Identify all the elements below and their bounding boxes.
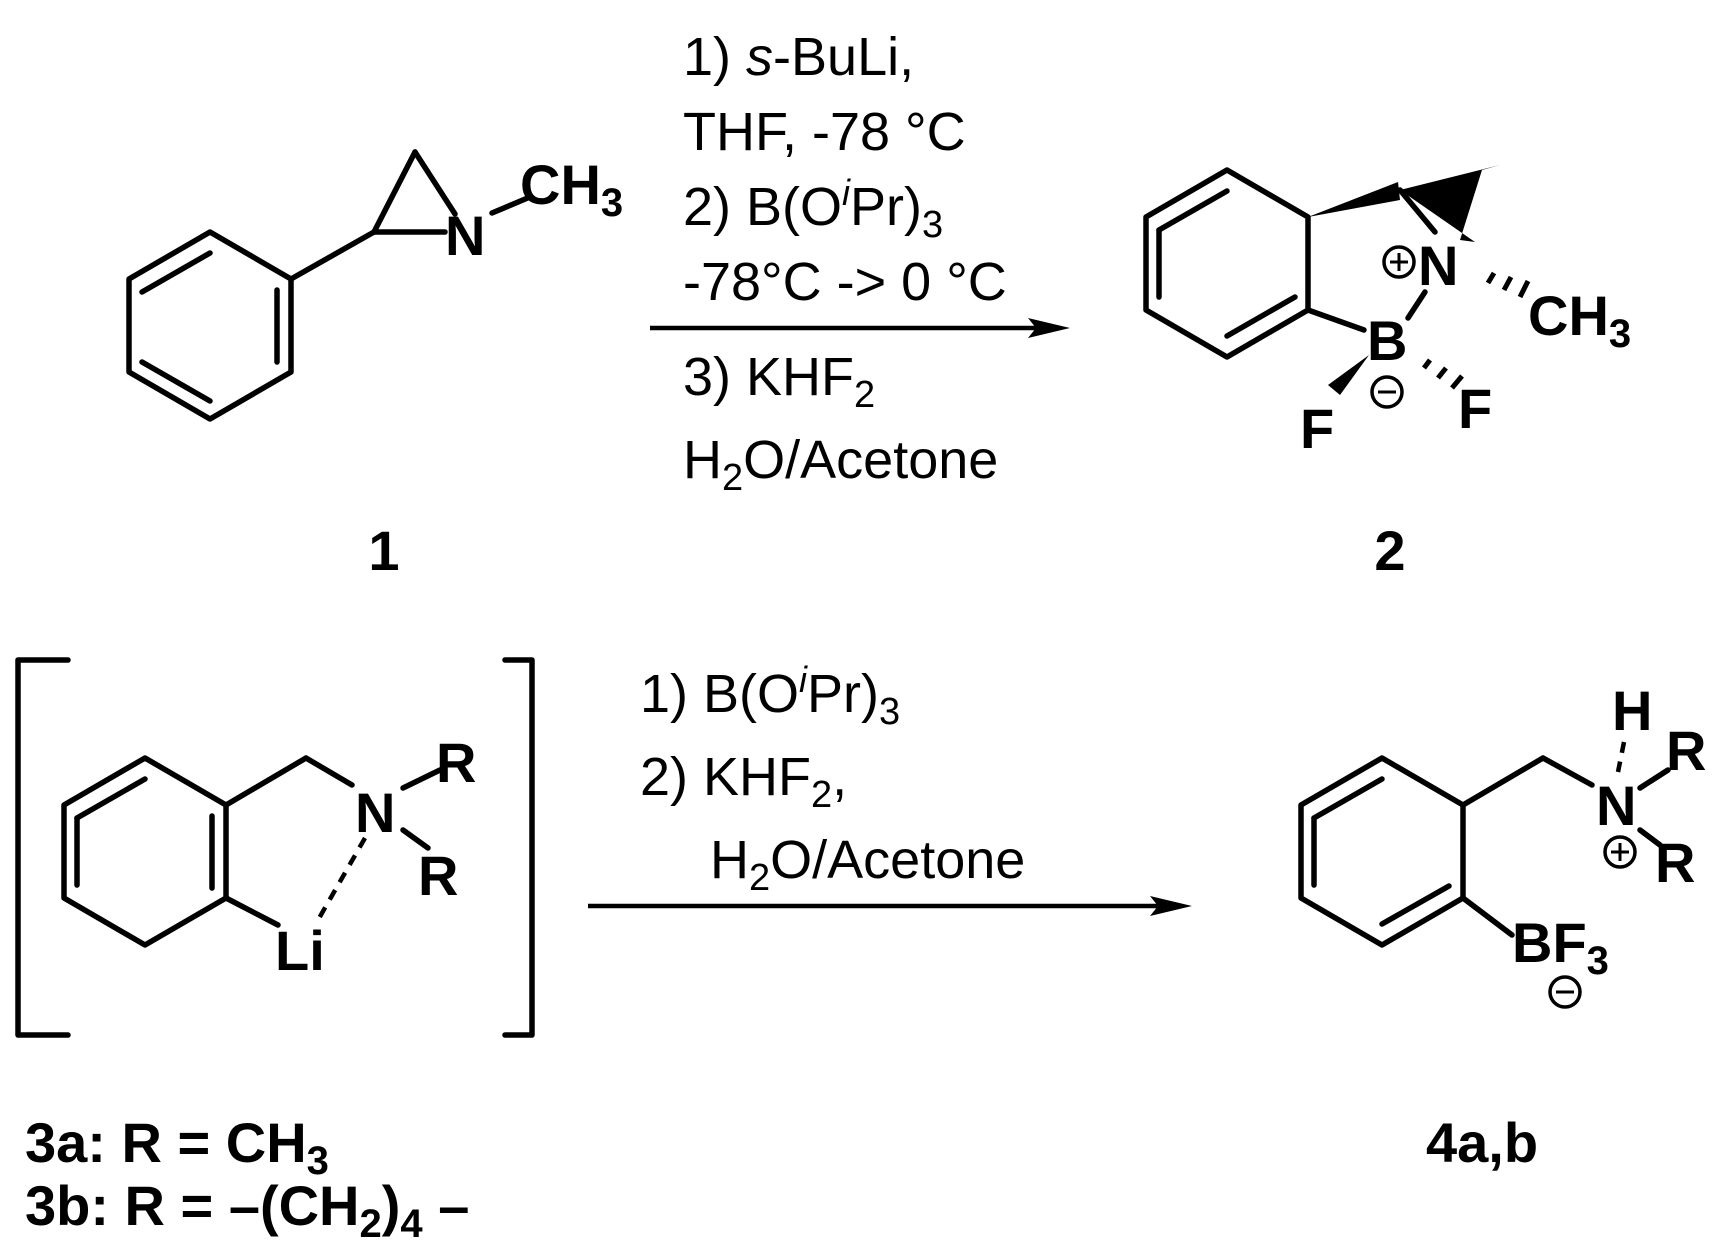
reaction-1-conditions: 1) s-BuLi, THF, -78 °C 2) B(OiPr)3 -78°C…: [683, 27, 1007, 499]
intermediate-3-lithium: Li: [275, 919, 325, 982]
svg-text:H2O/Acetone: H2O/Acetone: [683, 430, 998, 499]
product-4-trifluoroborate: BF3: [1512, 911, 1609, 983]
compound-2-benzene-ring: [1143, 167, 1311, 360]
bracket-left: [15, 657, 71, 1038]
intermediate-3-benzene-ring: [61, 755, 229, 948]
svg-text:3b: R = –(CH2)4 –: 3b: R = –(CH2)4 –: [25, 1174, 469, 1245]
svg-text:3a: R = CH3: 3a: R = CH3: [25, 1111, 329, 1183]
compound-2-fluorine-right: F: [1458, 377, 1492, 440]
compound-1-methyl: CH3: [520, 153, 623, 225]
product-4-label: 4a,b: [1426, 1111, 1538, 1174]
aziridine-bond: [371, 149, 418, 235]
product-4-hydrogen: H: [1612, 679, 1652, 742]
product-4-benzene-ring: [1298, 755, 1466, 948]
compound-1-nitrogen: N: [445, 204, 485, 267]
compound-2-boron: B: [1367, 309, 1407, 372]
bracket-right: [502, 657, 535, 1038]
svg-text:2) B(OiPr)3: 2) B(OiPr)3: [683, 172, 943, 246]
intermediate-3-r-top: R: [436, 731, 476, 794]
reaction-2-conditions: 1) B(OiPr)3 2) KHF2, H2O/Acetone: [640, 659, 1025, 899]
svg-text:1) s-BuLi,: 1) s-BuLi,: [683, 27, 914, 87]
svg-text:THF, -78 °C: THF, -78 °C: [683, 102, 966, 162]
compound-2-fluorine-left: F: [1300, 397, 1334, 460]
product-4-r-bottom: R: [1655, 831, 1695, 894]
reaction-2-arrow: [588, 896, 1192, 916]
intermediate-3: N R R Li: [15, 657, 535, 1038]
product-4-nitrogen: N: [1596, 774, 1636, 837]
product-4: H N R R BF3 4a,b: [1298, 679, 1706, 1174]
reaction-1-arrow: [650, 318, 1070, 338]
svg-text:3) KHF2: 3) KHF2: [683, 347, 875, 416]
compound-2-methyl: CH3: [1528, 284, 1631, 356]
svg-text:H2O/Acetone: H2O/Acetone: [710, 830, 1025, 899]
compound-1-benzene-ring: [126, 229, 294, 422]
svg-text:-78°C -> 0 °C: -78°C -> 0 °C: [683, 252, 1007, 312]
intermediate-3-nitrogen: N: [355, 781, 395, 844]
compound-2-nitrogen: N: [1418, 234, 1458, 297]
svg-text:1) B(OiPr)3: 1) B(OiPr)3: [640, 659, 900, 733]
compound-2-label: 2: [1374, 519, 1405, 582]
compound-1-label: 1: [368, 519, 399, 582]
intermediate-3-legend: 3a: R = CH3 3b: R = –(CH2)4 –: [25, 1111, 469, 1245]
svg-text:2) KHF2,: 2) KHF2,: [640, 747, 847, 816]
compound-2: N B F F CH3 2: [1143, 165, 1631, 582]
intermediate-3-r-bottom: R: [418, 844, 458, 907]
product-4-r-top: R: [1666, 719, 1706, 782]
compound-1: N CH3 1: [126, 149, 623, 582]
